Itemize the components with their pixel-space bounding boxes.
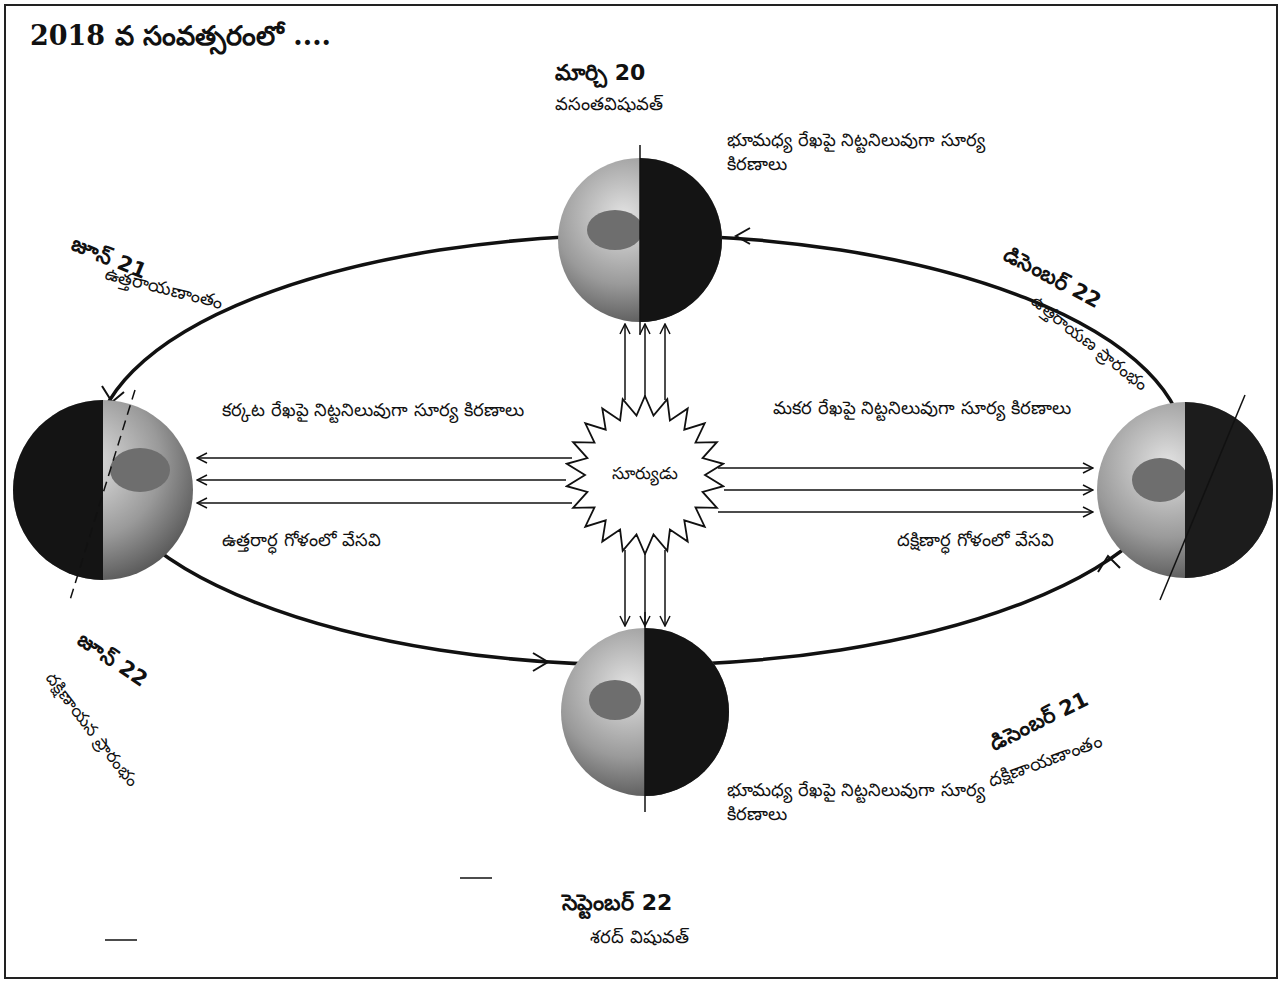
annotation-label: భూమధ్య రేఖపై నిట్టనిలువుగా సూర్య కిరణాలు — [727, 778, 1027, 827]
earth-globe — [13, 390, 193, 600]
annotation-label: ఉత్తరార్ధ గోళంలో వేసవి — [222, 528, 381, 552]
annotation-label: ఉత్తరాయణాంతం — [102, 262, 225, 315]
annotation-label: సెప్టెంబర్ 22 — [562, 888, 672, 918]
stray-dash — [105, 878, 492, 940]
annotation-label: దక్షిణార్ధ గోళంలో వేసవి — [897, 528, 1054, 552]
annotation-label: భూమధ్య రేఖపై నిట్టనిలువుగా సూర్య కిరణాలు — [727, 128, 1027, 177]
diagram-title: 2018 వ సంవత్సరంలో .... — [30, 18, 331, 54]
annotation-label: మార్చి 20 — [555, 58, 645, 88]
sun-label: సూర్యుడు — [612, 463, 678, 487]
sun-starburst: సూర్యుడు — [565, 395, 725, 555]
annotation-label: కర్కట రేఖపై నిట్టనిలువుగా సూర్య కిరణాలు — [222, 398, 552, 422]
earth-globe — [558, 145, 722, 335]
earth-globe — [561, 612, 729, 812]
annotation-label: శరద్ విషువత్ — [590, 925, 689, 949]
annotation-label: మకర రేఖపై నిట్టనిలువుగా సూర్య కిరణాలు — [773, 396, 1083, 420]
sun-rays — [197, 324, 1093, 626]
earth-globe — [1097, 395, 1273, 600]
annotation-label: వసంతవిషువత్ — [555, 92, 663, 116]
frame — [5, 5, 1277, 978]
annotation-label: జూన్ 22 — [72, 626, 153, 693]
